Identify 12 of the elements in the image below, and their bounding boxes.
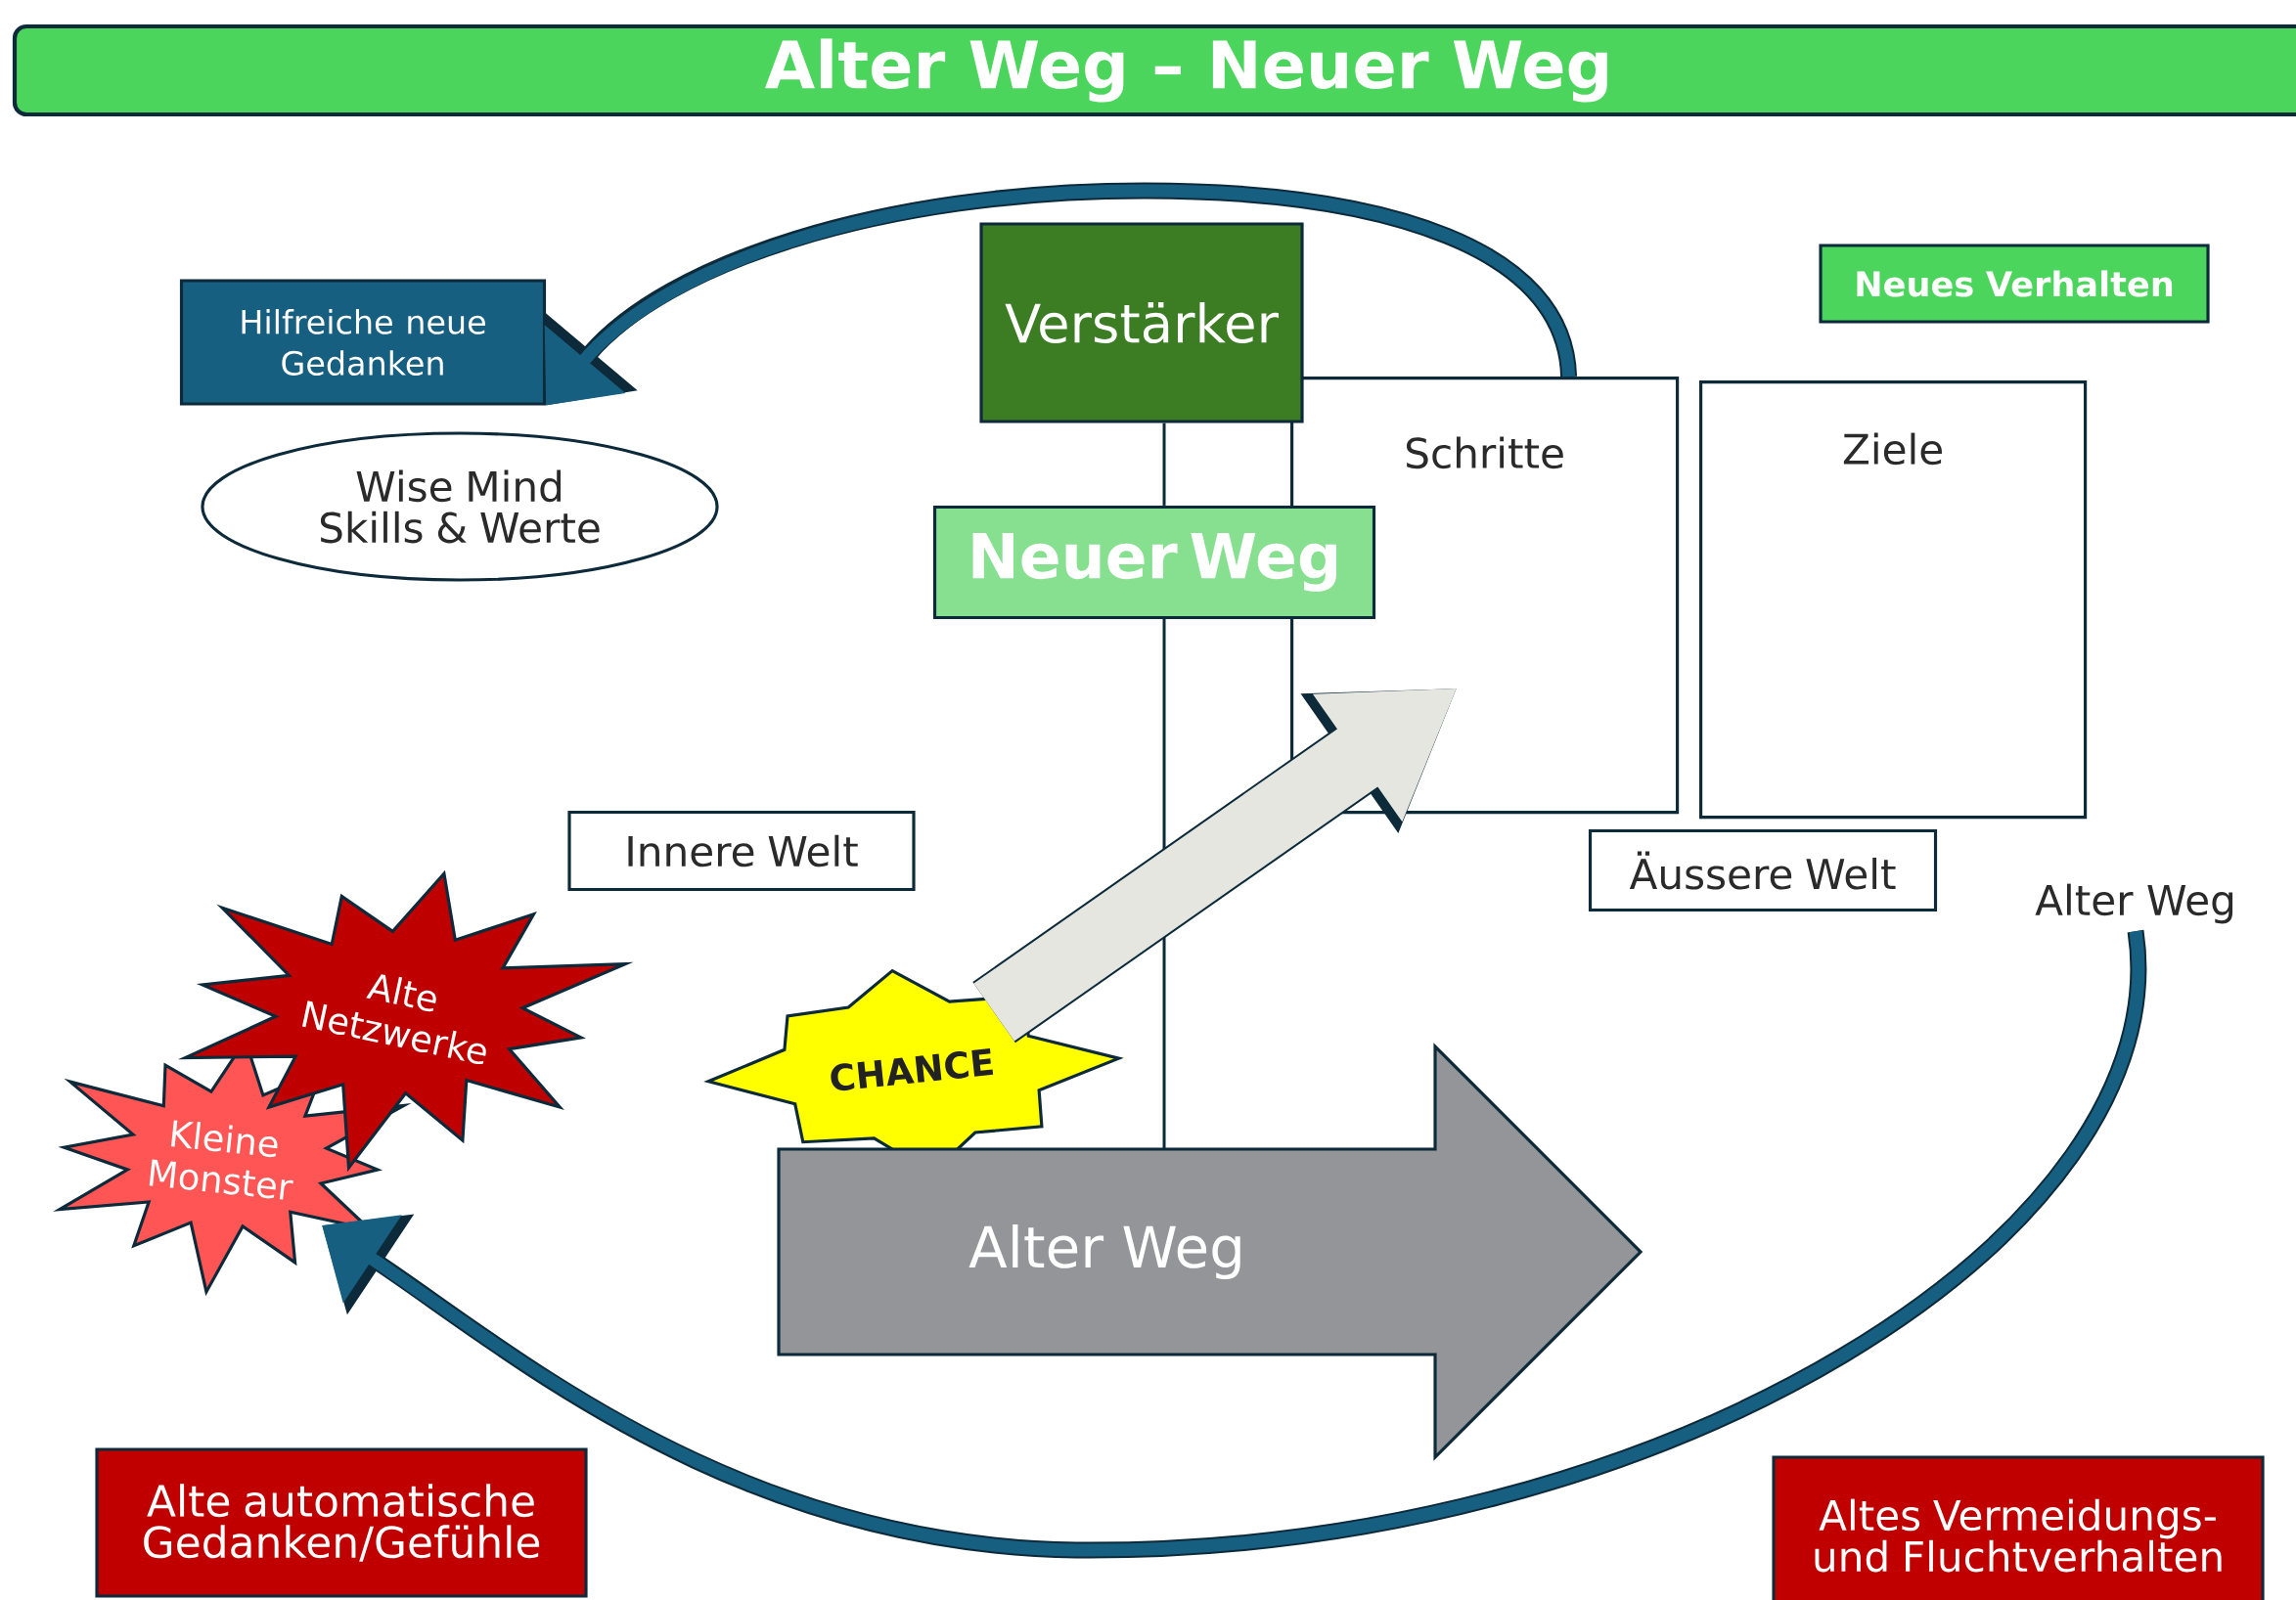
label-box: Äussere Welt [1588,828,1938,912]
oval: Wise Mind Skills & Werte [201,431,719,582]
title-banner: Alter Weg – Neuer Weg [12,23,2296,117]
label-box: Neuer Weg [932,505,1376,620]
text-label: Alter Weg [2035,883,2233,924]
label-box: Altes Vermeidungs- und Fluchtverhalten [1772,1455,2265,1600]
label-box: Alte automatische Gedanken/Gefühle [95,1447,588,1598]
label-box: Neues Verhalten [1819,244,2210,324]
box: Ziele [1699,380,2088,820]
road-line [1162,422,1166,506]
label-box: Verstärker [979,222,1304,423]
label-box: Innere Welt [567,810,916,892]
